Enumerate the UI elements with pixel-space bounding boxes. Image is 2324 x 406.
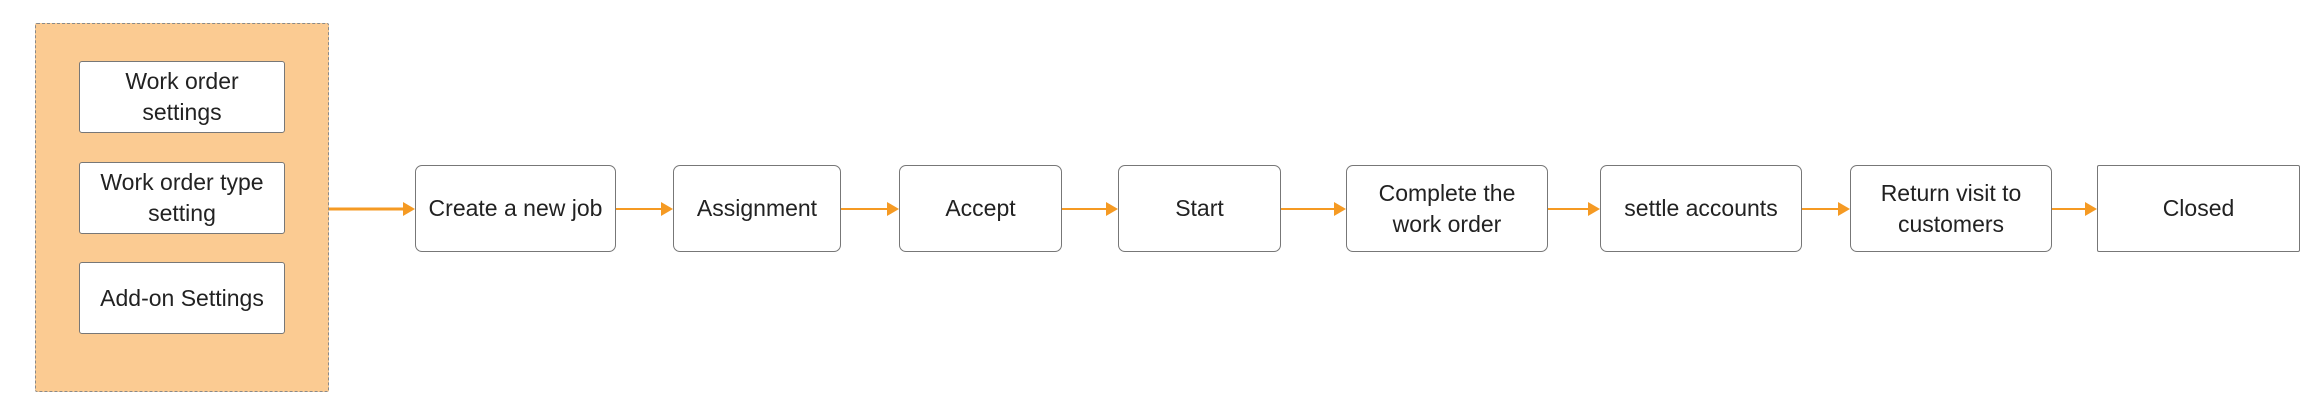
arrow-complete-to-settle-head — [1588, 202, 1600, 216]
arrow-complete-to-settle — [1548, 202, 1600, 216]
arrow-create-to-assignment — [616, 202, 673, 216]
step-closed: Closed — [2097, 165, 2300, 252]
arrow-settle-to-return-visit — [1802, 202, 1850, 216]
step-create-a-new-job: Create a new job — [415, 165, 616, 252]
arrow-start-to-complete — [1281, 202, 1346, 216]
arrow-return-visit-to-closed-head — [2085, 202, 2097, 216]
step-assignment: Assignment — [673, 165, 841, 252]
step-start: Start — [1118, 165, 1281, 252]
arrow-assignment-to-accept — [841, 202, 899, 216]
work-order-settings-box: Work order settings — [79, 61, 285, 133]
arrow-assignment-to-accept-head — [887, 202, 899, 216]
step-complete-the-work-order: Complete the work order — [1346, 165, 1548, 252]
settings-group: Work order settings Work order type sett… — [35, 23, 329, 392]
arrow-accept-to-start — [1062, 202, 1118, 216]
add-on-settings-box: Add-on Settings — [79, 262, 285, 334]
arrow-settings-to-create-head — [403, 202, 415, 216]
arrow-settle-to-return-visit-head — [1838, 202, 1850, 216]
arrow-settings-to-create — [329, 202, 415, 216]
step-return-visit-to-customers: Return visit to customers — [1850, 165, 2052, 252]
step-settle-accounts: settle accounts — [1600, 165, 1802, 252]
work-order-type-setting-box: Work order type setting — [79, 162, 285, 234]
arrow-accept-to-start-head — [1106, 202, 1118, 216]
arrow-return-visit-to-closed — [2052, 202, 2097, 216]
arrow-create-to-assignment-head — [661, 202, 673, 216]
step-accept: Accept — [899, 165, 1062, 252]
arrow-start-to-complete-head — [1334, 202, 1346, 216]
